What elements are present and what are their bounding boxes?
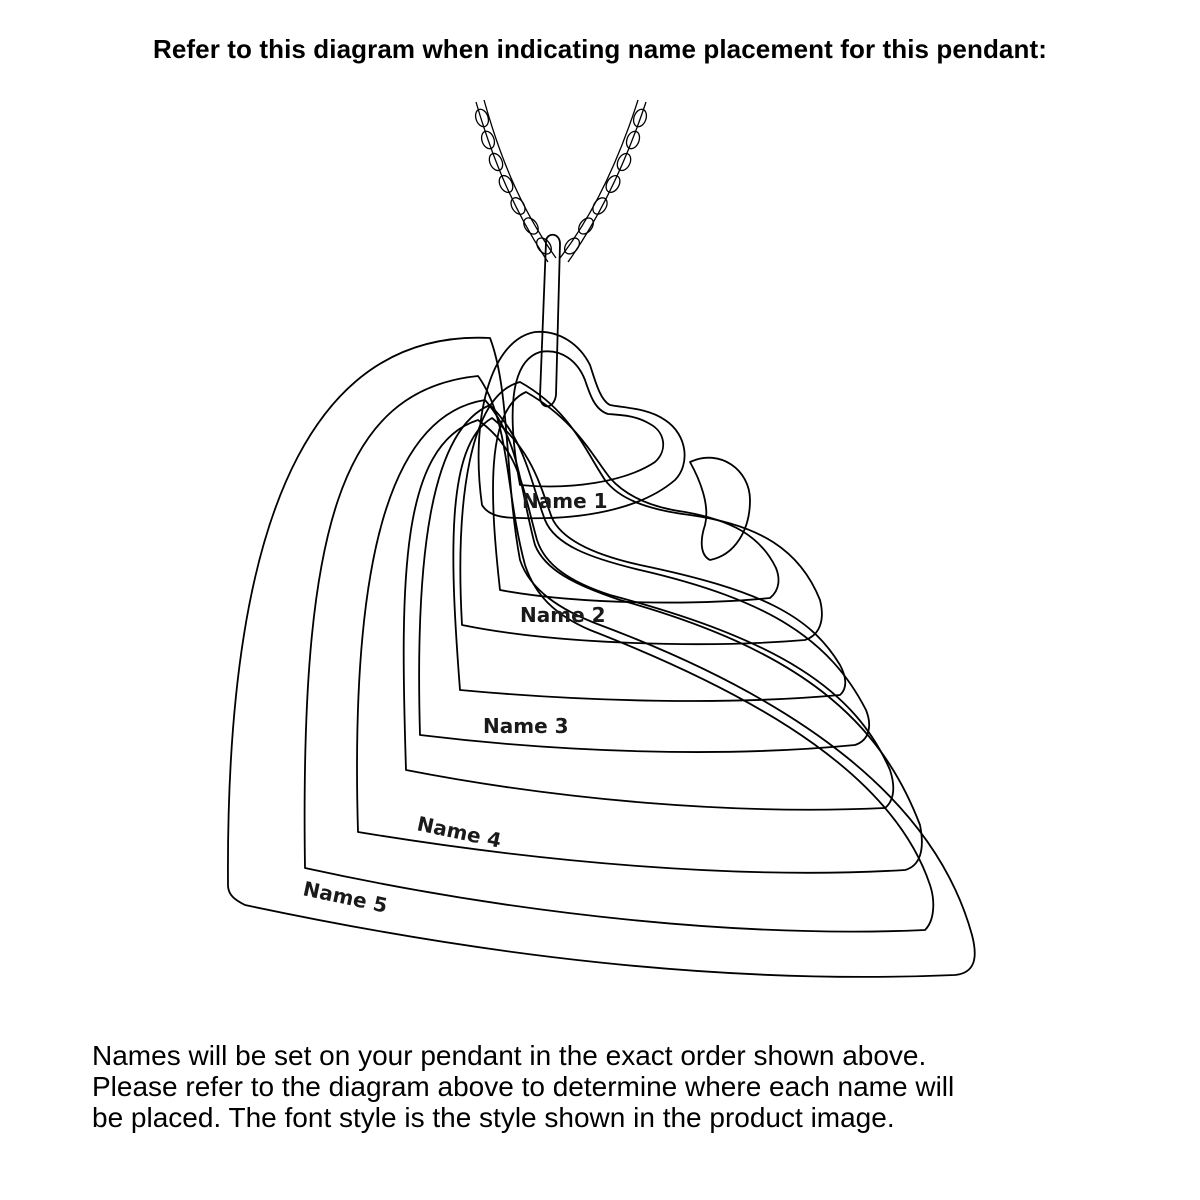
instruction-line-3: be placed. The font style is the style s… (92, 1102, 1152, 1133)
instruction-line-1: Names will be set on your pendant in the… (92, 1040, 1152, 1071)
instruction-line-2: Please refer to the diagram above to det… (92, 1071, 1152, 1102)
pendant-illustration: Name 1 Name 2 Name 3 Name 4 Name 5 (0, 90, 1200, 1010)
label-name-2: Name 2 (520, 603, 606, 627)
label-name-1: Name 1 (522, 489, 608, 513)
page-heading: Refer to this diagram when indicating na… (0, 34, 1200, 65)
instructions: Names will be set on your pendant in the… (92, 1040, 1152, 1133)
heart-5 (228, 338, 975, 977)
label-name-3: Name 3 (483, 714, 569, 738)
chain (473, 100, 648, 262)
bail (540, 235, 560, 407)
pendant-diagram: Name 1 Name 2 Name 3 Name 4 Name 5 (0, 90, 1200, 1010)
heart-3 (419, 405, 869, 752)
